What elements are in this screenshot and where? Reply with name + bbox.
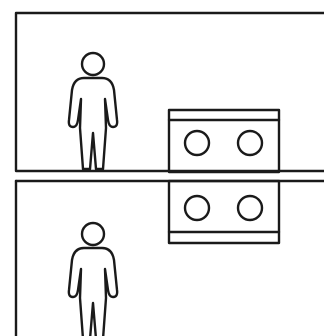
bottom-panel: [16, 181, 279, 336]
person-body: [69, 78, 117, 169]
speaker-box-icon: [169, 181, 279, 243]
top-panel: [16, 13, 324, 172]
speaker-right-icon: [238, 196, 262, 220]
person-head: [82, 53, 104, 75]
person-icon: [69, 53, 117, 169]
person-icon: [69, 223, 117, 336]
speaker-right-icon: [238, 131, 262, 155]
person-body: [69, 248, 117, 336]
speaker-box-icon: [169, 110, 279, 172]
person-head: [82, 223, 104, 245]
speaker-left-icon: [185, 131, 209, 155]
speaker-left-icon: [185, 196, 209, 220]
